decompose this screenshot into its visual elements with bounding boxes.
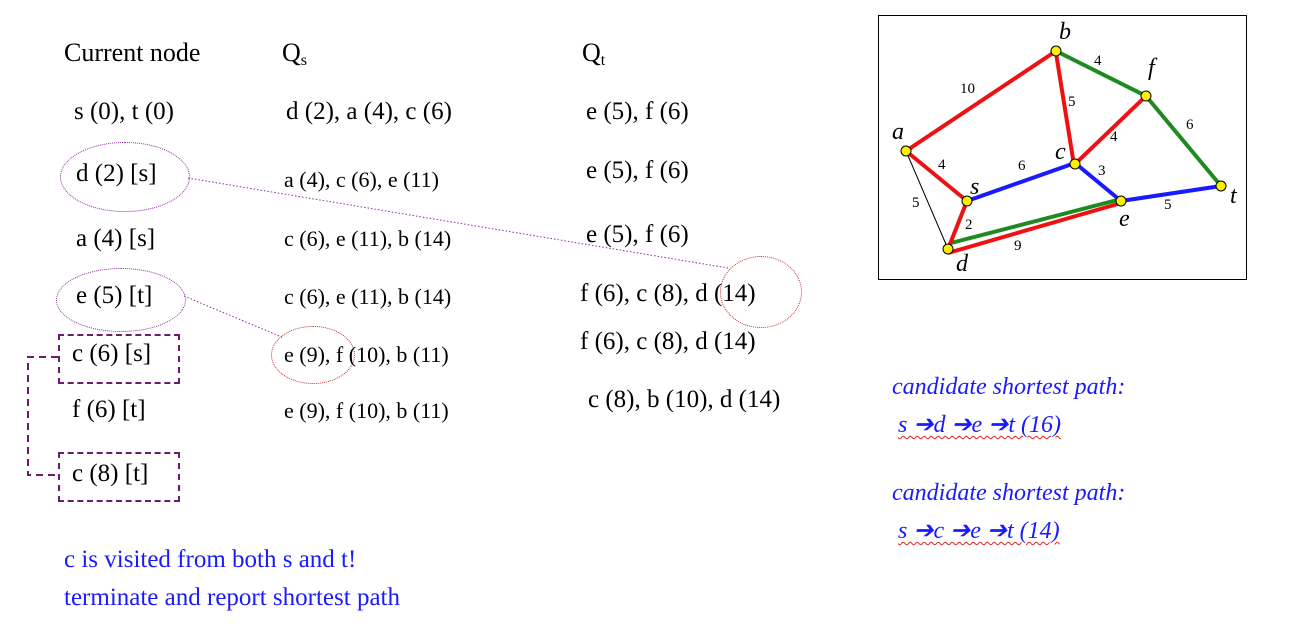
node-t: [1215, 180, 1227, 192]
dashbox-c-s: [58, 334, 180, 384]
weight-b-c: 5: [1068, 94, 1076, 110]
weight-f-t: 6: [1186, 117, 1194, 133]
edge-a-s: [904, 149, 969, 203]
weight-s-c: 6: [1018, 158, 1026, 174]
node-e: [1115, 195, 1127, 207]
ellipse-d14-qt: [720, 256, 802, 328]
weight-c-e: 3: [1098, 163, 1106, 179]
qt-row-5: f (6), c (8), d (14): [580, 328, 756, 355]
candidate-path-1: s ➔d ➔e ➔t (16): [898, 412, 1061, 438]
node-d: [942, 243, 954, 255]
weight-b-f: 4: [1094, 53, 1102, 69]
weight-d-e: 9: [1014, 238, 1022, 254]
qs-row-6: e (9), f (10), b (11): [284, 398, 449, 423]
qt-row-2: e (5), f (6): [586, 157, 689, 184]
node-a: [900, 145, 912, 157]
weight-s-d: 2: [965, 217, 973, 233]
node-label-s: s: [970, 174, 979, 200]
weight-a-b: 10: [960, 81, 975, 97]
dashbox-c-t: [58, 452, 180, 502]
node-label-f: f: [1148, 55, 1158, 81]
node-b: [1050, 45, 1062, 57]
edge-b-f: [1055, 49, 1147, 98]
candidate-path-2: s ➔c ➔e ➔t (14): [898, 518, 1060, 544]
weight-a-d: 5: [912, 195, 920, 211]
qs-row-1: d (2), a (4), c (6): [286, 98, 452, 125]
node-label-a: a: [892, 119, 904, 145]
qs-row-2: a (4), c (6), e (11): [284, 167, 439, 192]
weight-e-t: 5: [1164, 197, 1172, 213]
qs-row-4: c (6), e (11), b (14): [284, 284, 452, 309]
qt-row-6: c (8), b (10), d (14): [588, 386, 781, 413]
qt-row-1: e (5), f (6): [586, 98, 689, 125]
edge-d-e-green: [950, 197, 1122, 245]
node-label-t: t: [1230, 183, 1238, 209]
edge-b-c: [1054, 52, 1076, 166]
header-qs: Qs: [282, 38, 308, 69]
node-label-d: d: [956, 251, 969, 277]
current-node-row-5: c (6) [s]: [72, 340, 152, 367]
graph-frame: [878, 15, 1247, 280]
candidate-label-1: candidate shortest path:: [892, 374, 1126, 400]
ellipse-e-current: [56, 268, 186, 332]
node-c: [1069, 158, 1081, 170]
edge-c-e: [1073, 161, 1123, 203]
candidate-label-2: candidate shortest path:: [892, 480, 1126, 506]
ellipse-d-current: [60, 142, 190, 212]
header-current-node: Current node: [64, 38, 201, 67]
edge-f-t: [1144, 94, 1223, 188]
ellipse-e9-qs: [271, 326, 355, 384]
current-node-row-1: s (0), t (0): [74, 98, 174, 125]
edge-d-e-red: [947, 201, 1122, 255]
conclusion-line-2: terminate and report shortest path: [64, 584, 400, 611]
edge-a-b: [904, 49, 1058, 153]
edge-s-c: [966, 161, 1076, 203]
edge-a-d: [905, 150, 949, 250]
node-f: [1140, 90, 1152, 102]
current-node-row-3: a (4) [s]: [76, 225, 156, 252]
weight-a-s: 4: [938, 157, 946, 173]
qt-row-3: e (5), f (6): [586, 221, 689, 248]
edge-e-t: [1120, 184, 1222, 203]
weight-c-f: 4: [1110, 129, 1118, 145]
edge-c-f: [1072, 94, 1148, 167]
qs-row-3: c (6), e (11), b (14): [284, 226, 452, 251]
current-node-row-6: f (6) [t]: [72, 396, 146, 423]
node-label-e: e: [1119, 206, 1130, 232]
node-label-b: b: [1059, 19, 1071, 45]
node-label-c: c: [1055, 139, 1066, 165]
current-node-row-7: c (8) [t]: [72, 460, 149, 487]
edge-s-d: [946, 200, 969, 250]
node-s: [961, 195, 973, 207]
header-qt: Qt: [582, 38, 606, 69]
conclusion-line-1: c is visited from both s and t!: [64, 546, 357, 573]
graph-diagram: b f a c s e t d 10 4 5 6 4 4 6 3 5 2 9 5: [878, 15, 1247, 280]
